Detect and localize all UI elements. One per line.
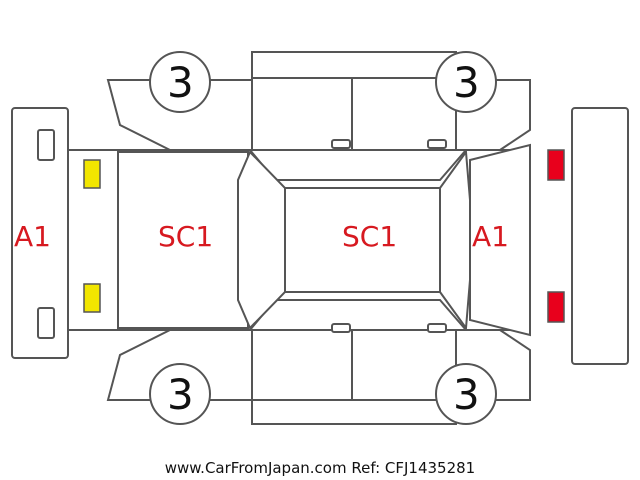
wheel-front-right [149,363,211,425]
label-left-bumper: A1 [14,220,51,253]
rear-lights [547,149,565,323]
label-roof-body: SC1 [342,220,397,253]
footer-reference: www.CarFromJapan.com Ref: CFJ1435281 [165,459,475,477]
wheel-front-left [149,51,211,113]
label-right-bumper: A1 [472,220,509,253]
front-light-top [83,159,101,189]
rear-light-bottom [547,291,565,323]
front-light-bottom [83,283,101,313]
front-lights [83,159,101,313]
wheels [149,51,497,425]
label-wheel-front-left: 3 [167,58,194,107]
rear-light-top [547,149,565,181]
wheel-rear-right [435,363,497,425]
wheel-rear-left [435,51,497,113]
label-front-body: SC1 [158,220,213,253]
right-bumper [571,107,629,365]
label-wheel-front-right: 3 [167,370,194,419]
left-side-panels [106,51,531,151]
label-wheel-rear-right: 3 [453,370,480,419]
car-body [67,143,531,337]
label-wheel-rear-left: 3 [453,58,480,107]
